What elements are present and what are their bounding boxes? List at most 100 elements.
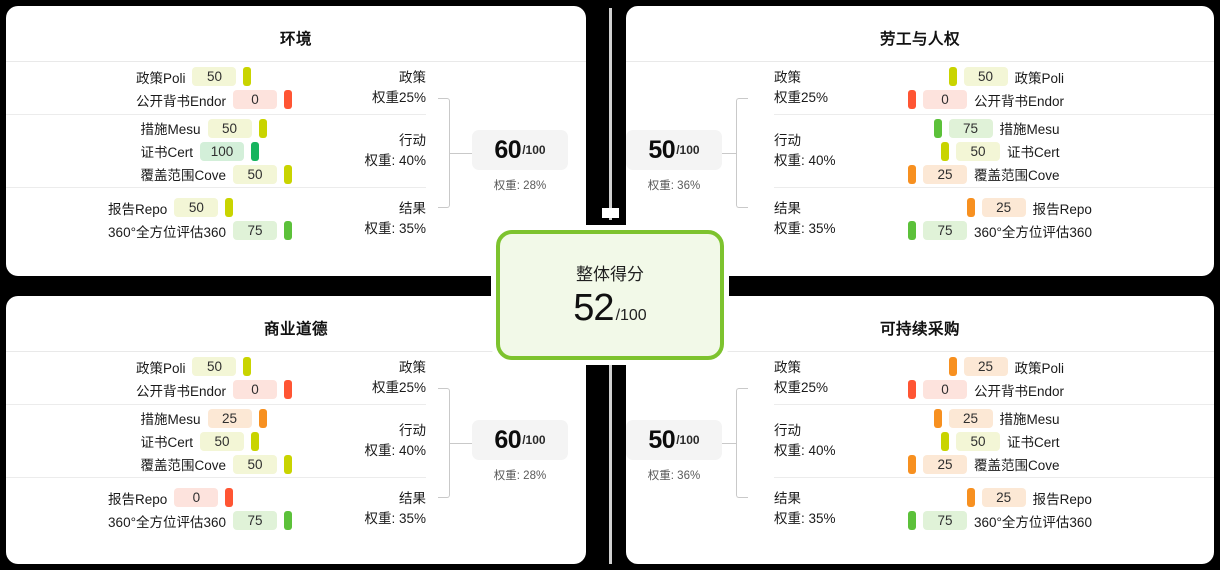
connector-line-bottom: [609, 352, 612, 564]
indicator-score-chip: 0: [923, 90, 967, 109]
indicator-score-chip: 50: [192, 67, 237, 86]
pillar-score-denominator: /100: [676, 433, 700, 447]
indicator-score-chip: 50: [233, 454, 277, 474]
indicator-score-chip: 75: [948, 118, 993, 138]
indicator-score-bar: [284, 221, 292, 240]
group-bracket: [736, 98, 748, 208]
criteria-group-weight-value: 权重: 40%: [774, 153, 836, 168]
criteria-group-divider: [6, 187, 426, 188]
pillar-score-chip: 50/100: [626, 420, 722, 460]
indicator-label: 报告Repo: [108, 491, 168, 507]
criteria-group-divider: [6, 114, 426, 115]
indicator-score-bar: [284, 90, 292, 109]
criteria-group-weight: 结果权重: 35%: [326, 489, 426, 528]
overall-score-badge[interactable]: 整体得分 52 /100: [496, 230, 724, 360]
overall-score-label: 整体得分: [576, 265, 644, 284]
indicator-label: 覆盖范围Cove: [140, 168, 226, 183]
indicator-score-chip: 25: [923, 454, 967, 474]
criteria-group-weight-value: 权重: 35%: [774, 511, 836, 526]
indicator-score-bar: [243, 357, 252, 376]
pillar-score-denominator: /100: [676, 143, 700, 157]
pillar-score-number: 50: [648, 425, 676, 454]
criteria-group-name: 结果: [774, 201, 801, 217]
criteria-group-weight: 行动权重: 40%: [326, 131, 426, 170]
bracket-stem: [450, 443, 472, 445]
indicator-label: 公开背书Endor: [974, 383, 1065, 399]
indicator-score-bar: [941, 431, 949, 451]
indicator-label: 政策Poli: [1014, 70, 1065, 86]
indicator-label: 证书Cert: [140, 145, 193, 160]
indicator-label: 360°全方位评估360: [974, 224, 1092, 240]
pillar-score-denominator: /100: [522, 433, 546, 447]
overall-score-value: 52 /100: [573, 287, 646, 330]
indicator-score-bar: [941, 141, 949, 161]
group-bracket: [438, 388, 450, 498]
criteria-group-divider: [774, 187, 1214, 188]
pillar-score-number: 50: [648, 135, 676, 164]
card-header-divider: [6, 351, 586, 352]
indicator-score-chip: 0: [233, 380, 277, 399]
indicator-score-chip: 25: [948, 408, 993, 428]
indicator-score-chip: 25: [981, 198, 1026, 217]
indicator-label: 证书Cert: [1007, 145, 1060, 160]
indicator-score-chip: 25: [207, 408, 252, 428]
indicator-score-chip: 50: [192, 357, 237, 376]
indicator-score-bar: [284, 164, 292, 184]
